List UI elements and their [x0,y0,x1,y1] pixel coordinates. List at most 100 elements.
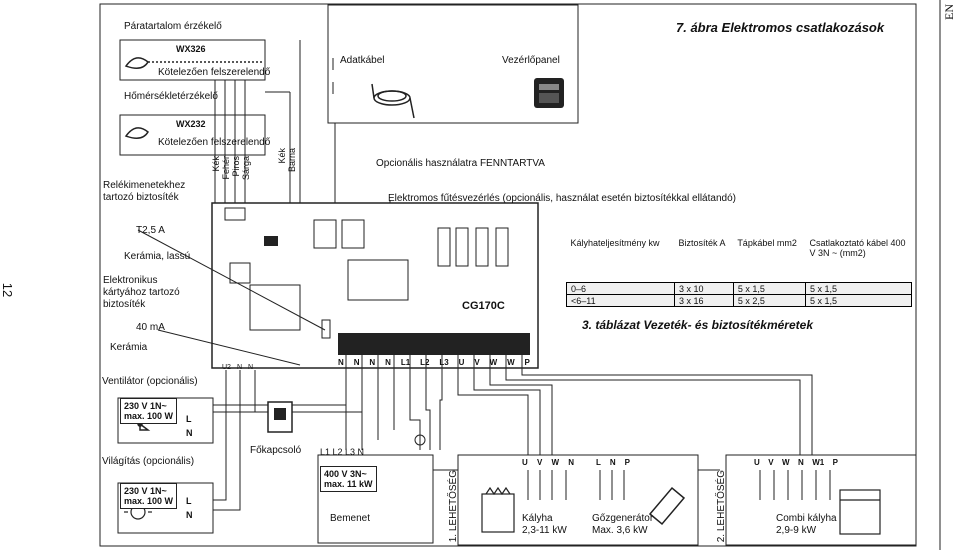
board-terminal-label: W [489,358,498,367]
ceramic-label: Kerámia [110,342,148,353]
spec-row: <6–11 3 x 16 5 x 2,5 5 x 1,5 [566,294,912,307]
lighting-label: Világítás (opcionális) [102,456,195,467]
board-terminal-label: W [507,358,515,367]
fan-term-l: L [186,414,192,424]
option-2-label: 2. LEHETŐSÉG [716,470,727,543]
spec-cell: 5 x 1,5 [805,282,912,295]
spec-cell: 0–6 [566,282,675,295]
light-term-l: L [186,496,192,506]
board-model: CG170C [462,300,505,312]
relay-fuse-rating: T2,5 A [136,225,165,236]
board-terminal-label: U [458,358,465,367]
humidity-sensor-label: Páratartalom érzékelő [124,21,222,32]
wire-color-1: Sárga [241,156,251,181]
spec-header-4: Csatlakoztató kábel 400 V 3N ~ (mm2) [805,238,912,283]
data-cable-coil [371,83,415,119]
combi-heater-label: Combi kályha 2,9-9 kW [776,513,837,536]
figure-title: 7. ábra Elektromos csatlakozások [676,20,885,35]
fan-rating: 230 V 1N~ max. 100 W [120,398,178,424]
combi-terminal-label: W1 [812,458,825,467]
sensor-2-box [119,114,266,156]
spec-table-header: Kályhateljesítmény kw Biztosíték A Tápká… [566,238,912,283]
input-label: Bemenet [330,513,371,524]
combi-terminal-label: U [754,458,760,467]
control-panel-device [534,78,564,108]
spec-cell: 5 x 1,5 [805,294,912,307]
steam-terminal-label: P [624,458,630,467]
spec-row: 0–6 3 x 10 5 x 1,5 5 x 1,5 [566,282,912,295]
mandatory-label-2: Kötelezően felszerelendő [158,137,271,148]
spec-cell: <6–11 [566,294,675,307]
data-cable-label: Adatkábel [340,55,385,66]
ground-symbol [414,434,426,446]
wire-color-5: Barna [287,148,297,173]
option-2-wires [759,470,831,500]
heater-drawing [481,486,515,533]
heater-terminal-label: U [522,458,528,467]
sensor-2-icon [124,127,149,139]
outer-frame [99,3,917,547]
board-terminal-label: L2 [420,358,430,367]
steam-generator-label: Gőzgenerátor Max. 3,6 kW [592,513,654,536]
electronics-fuse-label: Elektronikus kártyához tartozó biztosíté… [103,275,180,310]
mandatory-label-1: Kötelezően felszerelendő [158,67,271,78]
board-terminal-label: N [338,358,344,367]
main-switch-icon [267,401,293,433]
heating-control-label: Elektromos fűtésvezérlés (opcionális, ha… [388,193,736,204]
spec-cell: 3 x 16 [674,294,734,307]
combi-terminal-label: P [832,458,838,467]
option-2-area [725,454,917,546]
heater-terminal-label: V [536,458,543,467]
light-rating: 230 V 1N~ max. 100 W [120,483,178,509]
page-number: 12 [0,282,16,298]
board-terminal-label: L1 [400,358,411,367]
small-terminal-label: N [236,364,243,371]
board-terminal-row [338,333,530,355]
relay-fuse-label: Relékimenetekhez tartozó biztosíték [103,180,186,203]
sensor-1-icon [124,57,262,69]
combi-terminal-label: W [782,458,790,467]
fuse-40ma-label: 40 mA [136,322,165,333]
wire-color-2: Piros [231,156,241,177]
wire-color-4: Kék [211,156,221,172]
temperature-sensor-label: Hőmérsékletérzékelő [124,91,218,102]
steam-terminal-label: L [596,458,601,467]
combi-terminal-label: V [768,458,774,467]
steam-terminal-label: N [609,458,616,467]
small-terminal-label: N [248,364,254,371]
edge-tab: EN [942,4,956,20]
board-terminal-label: N [385,358,391,367]
board-terminal-label: N [369,358,376,367]
optional-reserve-label: Opcionális használatra FENNTARTVA [376,158,545,169]
heater-label: Kályha 2,3-11 kW [522,513,567,536]
spec-cell: 5 x 2,5 [732,294,807,307]
sensor-1-box [119,39,266,81]
option-1-label: 1. LEHETŐSÉG [448,470,459,543]
combi-terminal-label: N [798,458,804,467]
option-1-wires [527,470,625,500]
spec-table: Kályhateljesítmény kw Biztosíték A Tápká… [566,238,912,307]
wire-color-3: Fehér [221,156,231,180]
small-terminal-label: U2 [222,364,231,371]
sensor-model-2: WX232 [176,119,206,129]
input-terms: L1 L2 L3 N [320,447,365,457]
board-terminal-label: P [524,358,530,367]
spec-header-3: Tápkábel mm2 [733,238,806,283]
combi-heater-drawing [839,489,881,535]
main-switch-label: Főkapcsoló [250,445,302,456]
light-term-n: N [186,510,193,520]
ceramic-slow-label: Kerámia, lassú [124,251,191,262]
table-caption: 3. táblázat Vezeték- és biztosítékmérete… [582,318,813,332]
spec-header-1: Kályhateljesítmény kw [566,238,675,283]
wire-color-6: Kék [277,148,287,164]
board-terminal-label: V [474,358,480,367]
sensor-cables [214,40,301,205]
heater-terminal-label: W [551,458,560,467]
option-1-area [457,454,699,546]
